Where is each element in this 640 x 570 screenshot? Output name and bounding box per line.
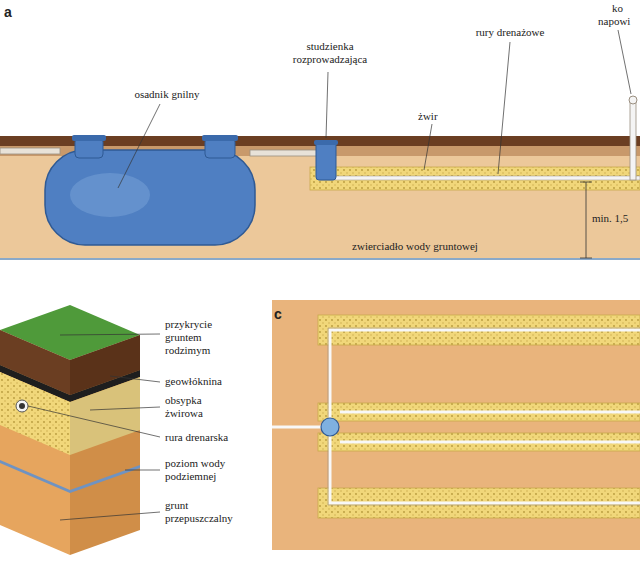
part-label: studzienka rozprowadzająca xyxy=(290,40,370,66)
layer-label: geowłóknina xyxy=(165,375,255,388)
part-label: osadnik gnilny xyxy=(122,88,212,101)
part-label: żwir xyxy=(418,110,448,123)
dimension-label: min. 1,5 xyxy=(592,212,638,225)
part-label: zwierciadło wody gruntowej xyxy=(330,240,500,253)
layer-label: poziom wody podziemnej xyxy=(165,457,245,483)
layer-label: przykrycie gruntem rodzimym xyxy=(165,318,245,357)
panel-letter: c xyxy=(274,306,294,322)
layer-label: grunt przepuszczalny xyxy=(165,499,255,525)
part-label: rury drenażowe xyxy=(462,26,558,39)
layer-label: rura drenarska xyxy=(165,431,260,444)
layer-label: obsypka żwirowa xyxy=(165,394,235,420)
part-label: napowi xyxy=(598,15,638,28)
part-label: ko xyxy=(612,2,636,15)
panel-letter: a xyxy=(4,4,24,20)
